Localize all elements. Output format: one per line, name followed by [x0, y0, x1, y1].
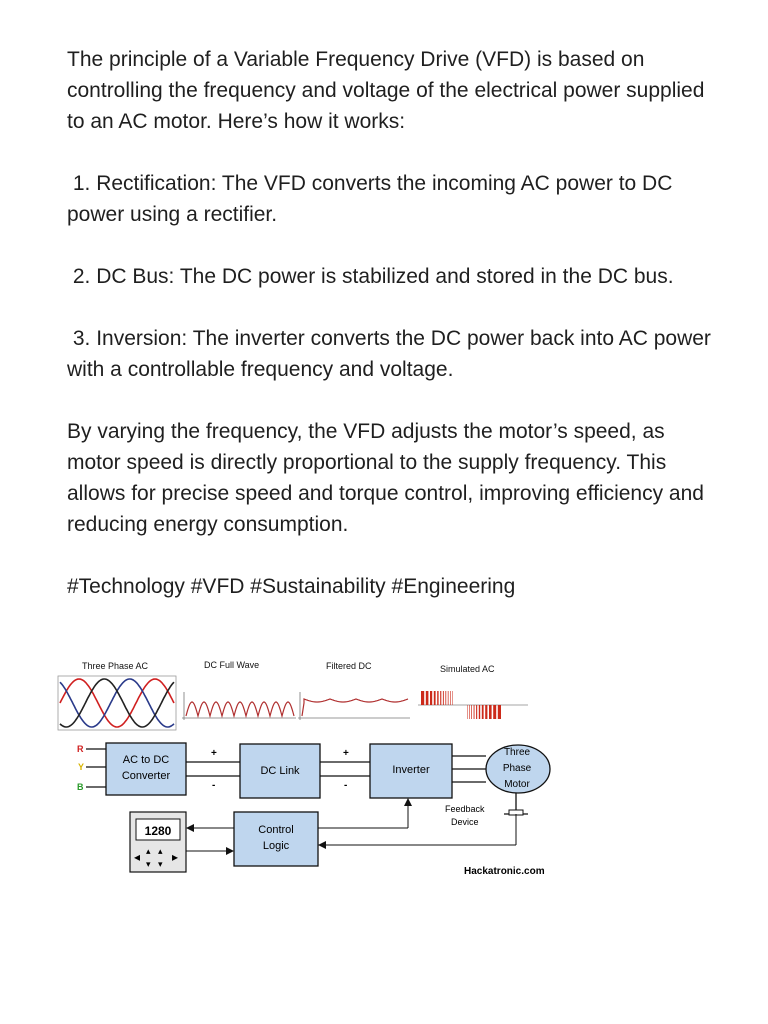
phase-b-label: B: [77, 782, 84, 792]
control-logic-box: [233, 811, 319, 867]
filtered-dc-line: [301, 698, 409, 717]
control-label-2: Logic: [263, 840, 290, 852]
keypad-right-arrow-icon: ▸: [172, 850, 178, 864]
dc-bus-wires-1: + -: [186, 748, 240, 791]
minus-sign-2: -: [344, 780, 347, 791]
summary-paragraph: By varying the frequency, the VFD adjust…: [67, 420, 704, 536]
pwm-pulse-1: [425, 691, 429, 705]
pwm-pulse-0: [421, 691, 425, 705]
plus-sign-2: +: [343, 748, 349, 759]
pwm-pulse-10: [452, 691, 453, 705]
vfd-diagram-svg: Three Phase AC DC Full Wave Filtered DC …: [57, 660, 551, 877]
control-logic-block: Control Logic: [233, 798, 412, 867]
pwm-pulse-20: [493, 705, 497, 719]
dc-link-block: DC Link: [239, 743, 321, 799]
phase-r-label: R: [77, 744, 84, 754]
keypad: 1280 ◂ ▴ ▾ ▴ ▾ ▸: [129, 811, 234, 873]
pwm-pulse-2: [430, 691, 433, 705]
arrow-to-keypad-icon: [186, 824, 194, 832]
step-dc-bus: 2. DC Bus: The DC power is stabilized an…: [67, 265, 674, 288]
keypad-display: [135, 818, 181, 841]
dc-full-wave: [182, 692, 296, 720]
phase-y-wave: [59, 678, 175, 728]
keypad-down-arrow-icon: ▾: [146, 859, 151, 869]
pwm-pulse-5: [440, 691, 442, 705]
pwm-pulse-11: [467, 705, 468, 719]
pwm-pulse-14: [473, 705, 475, 719]
phase-b-wave: [59, 678, 175, 728]
intro-paragraph: The principle of a Variable Frequency Dr…: [67, 48, 705, 133]
keypad-down-arrow-icon-2: ▾: [158, 859, 163, 869]
minus-sign-1: -: [212, 780, 215, 791]
converter-box: [105, 742, 187, 796]
pwm-pulse-15: [476, 705, 478, 719]
keypad-up-arrow-icon-2: ▴: [158, 846, 163, 856]
pwm-pulse-19: [489, 705, 492, 719]
simulated-ac-wave: [418, 691, 528, 719]
pwm-pulse-17: [481, 705, 484, 719]
pwm-pulse-12: [469, 705, 470, 719]
filtered-dc-wave: [298, 692, 410, 720]
hashtags[interactable]: #Technology #VFD #Sustainability #Engine…: [67, 575, 516, 598]
pwm-pulse-4: [437, 691, 439, 705]
feedback-device: Feedback Device: [318, 793, 528, 846]
arrow-to-control-from-keypad-icon: [226, 847, 234, 855]
motor-label-2: Phase: [503, 763, 532, 774]
pwm-pulse-7: [445, 691, 447, 705]
plus-sign-1: +: [211, 748, 217, 759]
motor-label-3: Motor: [504, 779, 530, 790]
dc-link-box: [239, 743, 321, 799]
label-three-phase-ac: Three Phase AC: [82, 661, 149, 671]
keypad-left-arrow-icon: ◂: [134, 850, 140, 864]
dc-full-wave-line: [185, 701, 295, 719]
control-label-1: Control: [258, 824, 293, 836]
phase-y-label: Y: [78, 762, 84, 772]
credit-label: Hackatronic.com: [464, 866, 545, 877]
pwm-pulse-9: [450, 691, 451, 705]
post-text: The principle of a Variable Frequency Dr…: [67, 44, 717, 602]
label-simulated-ac: Simulated AC: [440, 664, 495, 674]
pwm-pulse-16: [478, 705, 481, 719]
motor-label-1: Three: [504, 747, 531, 758]
converter-label-2: Converter: [122, 770, 171, 782]
phase-r-wave: [59, 678, 175, 728]
pwm-pulse-3: [433, 691, 436, 705]
phase-inputs: R Y B: [77, 744, 106, 792]
label-filtered-dc: Filtered DC: [326, 661, 372, 671]
arrow-to-control-icon: [318, 841, 326, 849]
converter-label-1: AC to DC: [123, 754, 170, 766]
converter-block: AC to DC Converter: [105, 742, 187, 796]
motor-block: Three Phase Motor: [485, 744, 551, 794]
keypad-display-value: 1280: [145, 824, 172, 838]
three-phase-wave-frame: [57, 675, 177, 731]
three-phase-ac-wave: [57, 675, 177, 731]
step-rectification: 1. Rectification: The VFD converts the i…: [67, 172, 679, 226]
inverter-label: Inverter: [392, 764, 430, 776]
pwm-pulse-18: [485, 705, 488, 719]
pwm-pulse-6: [442, 691, 444, 705]
step-inversion: 3. Inversion: The inverter converts the …: [67, 327, 717, 381]
vfd-diagram: Three Phase AC DC Full Wave Filtered DC …: [46, 616, 566, 900]
arrow-to-inverter-icon: [404, 798, 412, 806]
label-dc-full-wave: DC Full Wave: [204, 660, 259, 670]
feedback-label-1: Feedback: [445, 804, 485, 814]
inverter-block: Inverter: [369, 743, 453, 799]
pwm-pulse-13: [471, 705, 472, 719]
feedback-label-2: Device: [451, 817, 479, 827]
dc-link-label: DC Link: [260, 765, 300, 777]
keypad-up-arrow-icon: ▴: [146, 846, 151, 856]
dc-bus-wires-2: + -: [320, 748, 370, 791]
pwm-pulse-21: [497, 705, 501, 719]
motor-wires: [452, 755, 486, 783]
pwm-pulse-8: [447, 691, 449, 705]
inverter-box: [369, 743, 453, 799]
motor-circle: [485, 744, 551, 794]
